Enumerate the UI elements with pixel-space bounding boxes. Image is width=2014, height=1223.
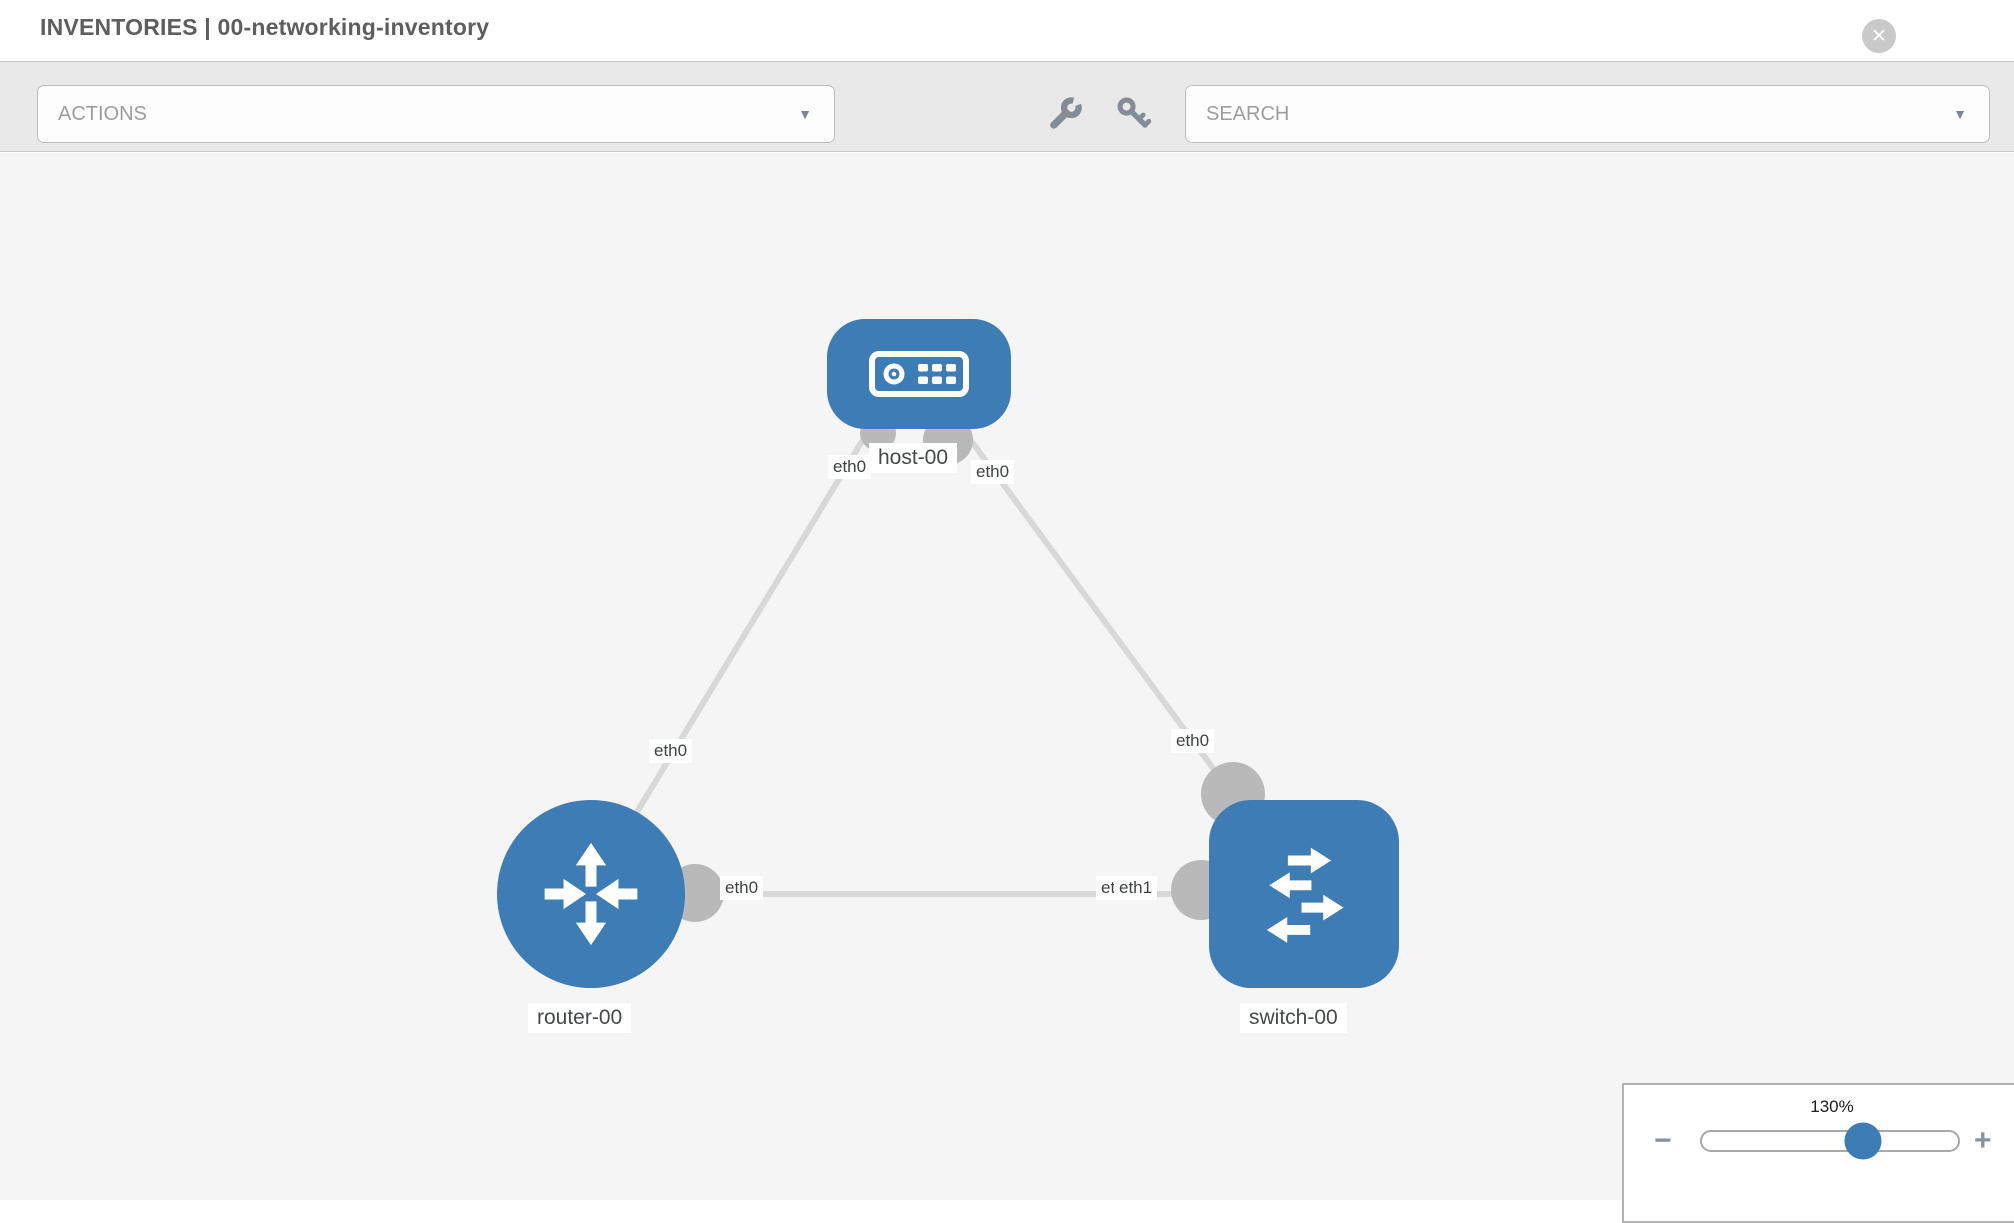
topology-edges (600, 413, 1300, 922)
zoom-panel: 130% − + (1622, 1083, 2014, 1223)
iface-label-host-eth0: eth0 (828, 455, 872, 479)
actions-dropdown[interactable]: ACTIONS ▼ (37, 85, 835, 143)
wrench-icon (1050, 97, 1082, 129)
toolbar: ACTIONS ▼ SEARCH ▼ (0, 61, 2014, 152)
zoom-slider[interactable] (1700, 1122, 1960, 1160)
zoom-slider-thumb[interactable] (1844, 1122, 1882, 1160)
close-button[interactable]: ✕ (1862, 19, 1896, 53)
node-router-00[interactable] (497, 800, 685, 988)
search-dropdown[interactable]: SEARCH ▼ (1185, 85, 1990, 143)
search-placeholder: SEARCH (1206, 102, 1290, 125)
node-switch-00[interactable] (1209, 800, 1399, 988)
header: INVENTORIES | 00-networking-inventory ✕ (0, 0, 2014, 61)
key-button[interactable] (1106, 86, 1162, 142)
node-label-router-00: router-00 (528, 1003, 632, 1033)
iface-label-router-eth0: eth0 (720, 876, 764, 900)
node-label-switch-00: switch-00 (1240, 1003, 1347, 1033)
iface-label-switch-eth1: eth1 (1114, 876, 1158, 900)
page-title: INVENTORIES | 00-networking-inventory (40, 14, 490, 40)
close-icon: ✕ (1871, 25, 1887, 47)
router-arrows-icon (544, 842, 638, 946)
server-icon (869, 351, 969, 397)
node-label-host-00: host-00 (869, 443, 958, 473)
switch-arrows-icon (1266, 847, 1344, 943)
actions-dropdown-label: ACTIONS (58, 102, 147, 125)
node-host-00[interactable] (827, 319, 1011, 429)
chevron-down-icon: ▼ (1953, 106, 1967, 122)
iface-label-switch-eth0: eth0 (1171, 729, 1215, 753)
zoom-in-button[interactable]: + (1974, 1124, 1992, 1157)
key-icon (1117, 97, 1152, 128)
wrench-button[interactable] (1036, 86, 1092, 142)
topology-canvas[interactable]: host-00 router-00 switch-00 eth0 eth0 et… (0, 153, 2014, 1223)
link-host-router (609, 413, 881, 855)
iface-label-router-eth0-uplink: eth0 (649, 739, 693, 763)
zoom-percent: 130% (1810, 1097, 1854, 1116)
chevron-down-icon: ▼ (798, 106, 812, 122)
iface-label-host-eth0-right: eth0 (971, 460, 1015, 484)
zoom-out-button[interactable]: − (1654, 1124, 1672, 1157)
